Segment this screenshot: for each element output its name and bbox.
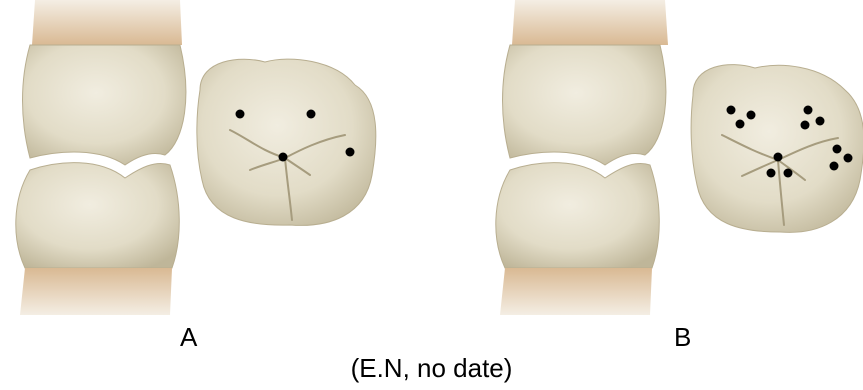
upper-tooth-root: [32, 0, 182, 45]
panel-a-occlusal-view: [197, 59, 376, 225]
panel-b-side-view: [496, 0, 668, 315]
panel-label-b: B: [674, 324, 691, 350]
lower-tooth-root: [20, 268, 172, 315]
contact-dot: [346, 148, 355, 157]
panel-label-a: A: [180, 324, 197, 350]
contact-dot: [816, 117, 825, 126]
contact-dot: [804, 106, 813, 115]
contact-dot: [844, 154, 853, 163]
figure-caption: (E.N, no date): [0, 355, 863, 381]
upper-tooth-crown: [503, 45, 666, 165]
lower-tooth-crown: [496, 163, 659, 268]
upper-tooth-crown: [23, 45, 186, 165]
contact-dot: [307, 110, 316, 119]
contact-dot: [767, 169, 776, 178]
contact-dot: [736, 120, 745, 129]
upper-tooth-root: [512, 0, 668, 45]
contact-dot: [236, 110, 245, 119]
contact-dot: [830, 162, 839, 171]
occlusal-crown-a: [197, 59, 376, 225]
contact-dot: [279, 153, 288, 162]
contact-dot: [784, 169, 793, 178]
contact-dot: [801, 121, 810, 130]
lower-tooth-root: [500, 268, 652, 315]
contact-dot: [833, 145, 842, 154]
contact-dot: [727, 106, 736, 115]
lower-tooth-crown: [16, 163, 179, 268]
contact-dot: [774, 153, 783, 162]
contact-dot: [747, 111, 756, 120]
panel-a-side-view: [16, 0, 186, 315]
